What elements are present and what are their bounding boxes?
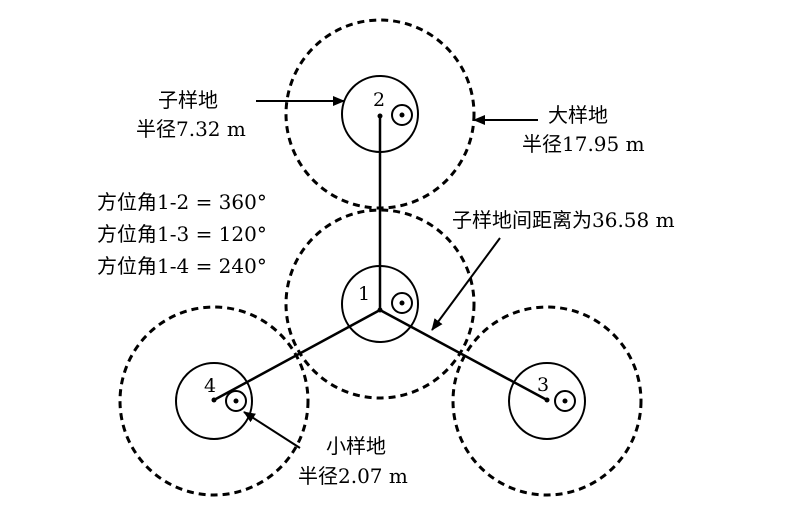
subplot-radius-label: 半径7.32 m — [136, 117, 246, 141]
azimuth-1-4-label: 方位角1-4 = 240° — [97, 254, 267, 278]
arrow-microplot — [243, 411, 301, 449]
microplot-dot-2 — [399, 112, 405, 118]
subplot-circle-3 — [508, 362, 586, 440]
subplot-circle-4 — [175, 362, 253, 440]
microplot-name-label: 小样地 — [326, 434, 386, 458]
azimuth-1-3-label: 方位角1-3 = 120° — [97, 222, 267, 246]
connector-1-4 — [213, 308, 381, 402]
macroplot-circle-4 — [118, 305, 310, 497]
plot-number-1: 1 — [358, 283, 370, 305]
center-point-3 — [544, 397, 550, 403]
macroplot-circle-1 — [284, 208, 476, 400]
microplot-dot-4 — [233, 398, 239, 404]
subplot-circle-2 — [341, 75, 419, 153]
center-point-1 — [377, 307, 383, 313]
microplot-circle-3 — [554, 390, 576, 412]
plot-number-3: 3 — [537, 374, 549, 396]
center-point-4 — [211, 397, 217, 403]
microplot-circle-4 — [225, 390, 247, 412]
plot-number-4: 4 — [204, 375, 216, 397]
macroplot-name-label: 大样地 — [548, 103, 608, 127]
center-point-2 — [377, 113, 383, 119]
distance-label: 子样地间距离为36.58 m — [452, 208, 675, 232]
macroplot-radius-label: 半径17.95 m — [522, 132, 645, 156]
microplot-dot-3 — [562, 398, 568, 404]
arrow-distance — [431, 237, 501, 331]
microplot-radius-label: 半径2.07 m — [298, 464, 408, 488]
subplot-name-label: 子样地 — [158, 88, 218, 112]
microplot-dot-1 — [399, 300, 405, 306]
subplot-circle-1 — [341, 265, 419, 343]
macroplot-circle-3 — [451, 305, 643, 497]
microplot-circle-2 — [391, 104, 413, 126]
connector-1-3 — [379, 308, 548, 402]
plot-number-2: 2 — [373, 89, 385, 111]
azimuth-1-2-label: 方位角1-2 = 360° — [97, 190, 267, 214]
microplot-circle-1 — [391, 292, 413, 314]
